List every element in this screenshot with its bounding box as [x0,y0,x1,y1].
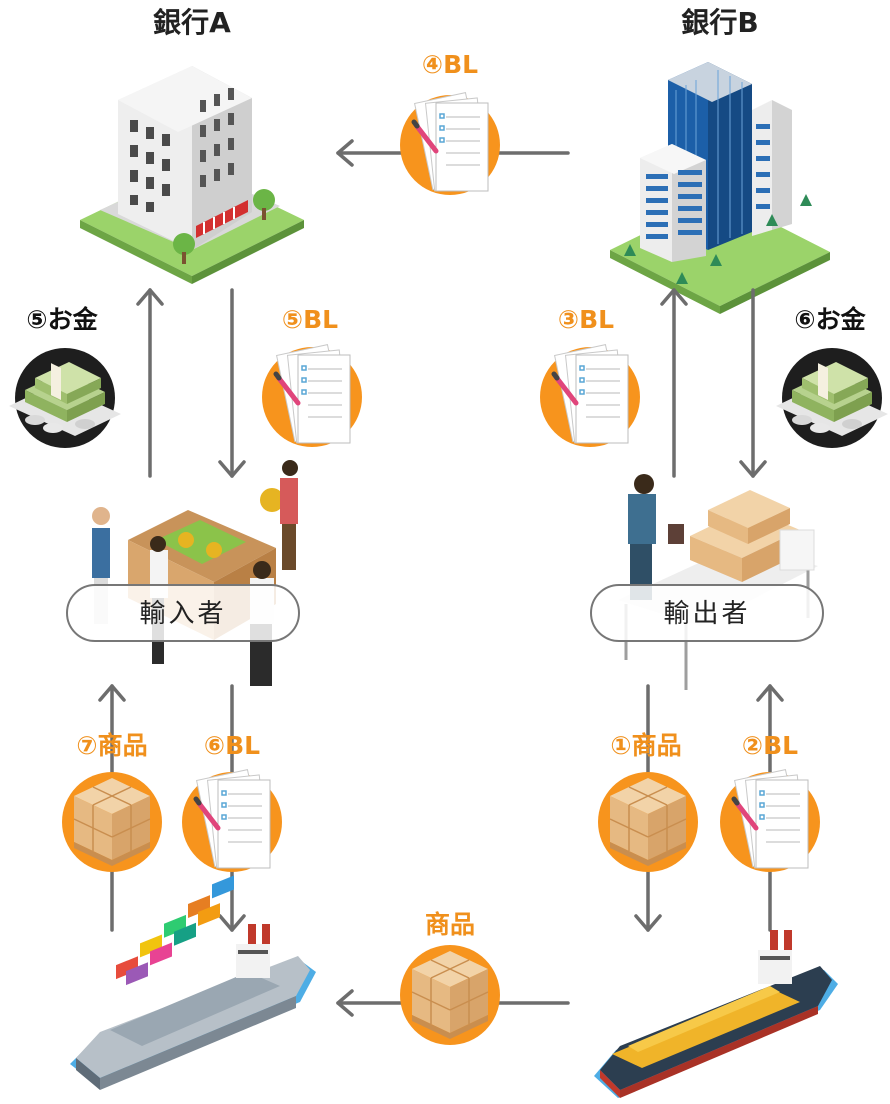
exporter-label-pill: 輸出者 [590,584,824,642]
bank-a-building-icon [80,66,304,284]
goods-box-icon [399,944,501,1046]
step-6-bl-label: ⑥BL [204,731,260,760]
cargo-ship-icon [594,930,838,1098]
arrow-bank-b-to-exporter [739,288,767,478]
importer-label: 輸入者 [139,599,226,629]
ship-goods-label: 商品 [425,910,475,939]
exporter-label: 輸出者 [663,599,750,629]
money-icon [9,348,121,448]
arrow-importer-to-bank-a [136,288,164,478]
bl-doc-icon [400,93,500,195]
step-5-bl-label: ⑤BL [282,305,338,334]
exporter-illustration [618,474,818,690]
importer-label-pill: 輸入者 [66,584,300,642]
goods-box-icon [61,771,163,873]
step-2-bl-label: ②BL [742,731,798,760]
step-7-goods-label: ⑦商品 [76,731,147,760]
bank-b-building-icon [610,62,830,314]
step-1-goods-label: ①商品 [610,731,681,760]
step-4-bl-label: ④BL [422,50,478,79]
arrow-exporter-to-bank-b [660,288,688,478]
goods-box-icon [597,771,699,873]
step-3-bl-label: ③BL [558,305,614,334]
bl-doc-icon [182,770,282,872]
importer-illustration [92,460,298,686]
bl-doc-icon [540,345,640,447]
arrow-bank-a-to-importer [218,288,246,478]
bank-b-title: 銀行B [681,6,758,39]
bank-a-title: 銀行A [153,6,231,39]
bl-doc-icon [720,770,820,872]
container-ship-icon [70,875,316,1090]
bl-doc-icon [262,345,362,447]
step-5-money-label: ⑤お金 [26,305,98,334]
step-6-money-label: ⑥お金 [794,305,866,334]
money-icon [776,348,888,448]
